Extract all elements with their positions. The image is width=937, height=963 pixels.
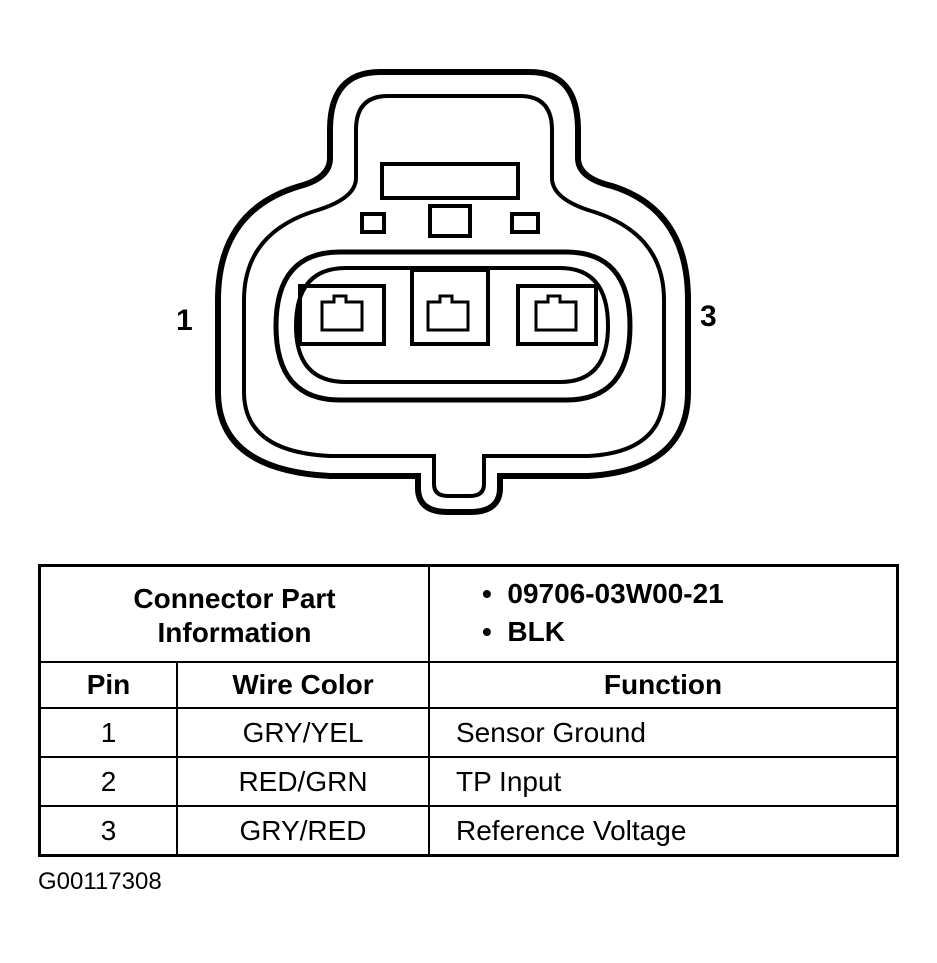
column-header-function: Function (428, 661, 899, 709)
table-row: 2 RED/GRN TP Input (38, 756, 899, 807)
table-row: 3 GRY/RED Reference Voltage (38, 805, 899, 857)
column-header-pin: Pin (38, 661, 178, 709)
key-tab-left (360, 212, 386, 234)
connector-housing-inner (242, 94, 666, 498)
pin-1-label: 1 (176, 304, 193, 337)
pin-3-label: 3 (700, 300, 717, 333)
pin-cell: 3 (38, 805, 178, 857)
part-info-row: Connector Part Information • 09706-03W00… (38, 564, 899, 663)
function-cell: Sensor Ground (428, 707, 899, 758)
terminal-2 (410, 268, 490, 346)
connector-color: BLK (507, 616, 565, 647)
connector-color-item: • BLK (482, 616, 565, 647)
function-cell: TP Input (428, 756, 899, 807)
latch-lock (380, 162, 520, 200)
figure-id: G00117308 (38, 868, 162, 895)
key-tab-right (510, 212, 540, 234)
wire-color-cell: GRY/YEL (176, 707, 430, 758)
connector-part-info-label: Connector Part Information (38, 564, 430, 663)
table-row: 1 GRY/YEL Sensor Ground (38, 707, 899, 758)
connector-part-info-text: Connector Part Information (133, 583, 336, 648)
connector-face-diagram (215, 69, 691, 515)
terminal-3 (516, 284, 598, 346)
column-header-wire-color: Wire Color (176, 661, 430, 709)
connector-housing-outer (215, 69, 691, 515)
part-info-values: • 09706-03W00-21 • BLK (428, 564, 899, 663)
function-cell: Reference Voltage (428, 805, 899, 857)
terminal-1 (298, 284, 386, 346)
column-header-row: Pin Wire Color Function (38, 661, 899, 709)
key-tab-center (428, 204, 472, 238)
pin-cell: 2 (38, 756, 178, 807)
wire-color-cell: RED/GRN (176, 756, 430, 807)
pin-cell: 1 (38, 707, 178, 758)
part-number-item: • 09706-03W00-21 (482, 578, 724, 609)
part-number: 09706-03W00-21 (507, 578, 724, 609)
connector-info-table: Connector Part Information • 09706-03W00… (38, 564, 899, 857)
wire-color-cell: GRY/RED (176, 805, 430, 857)
terminal-pocket-outer (273, 249, 633, 403)
